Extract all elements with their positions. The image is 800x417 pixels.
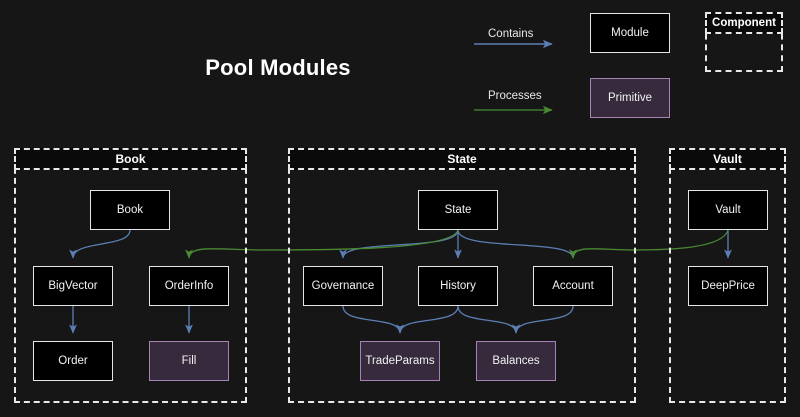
legend-processes-label: Processes (488, 90, 542, 102)
node-book[interactable]: Book (90, 190, 170, 230)
legend-primitive-box: Primitive (590, 78, 670, 118)
node-fill[interactable]: Fill (149, 341, 229, 381)
node-bigvector[interactable]: BigVector (33, 266, 113, 306)
node-balances[interactable]: Balances (476, 341, 556, 381)
node-state[interactable]: State (418, 190, 498, 230)
node-governance[interactable]: Governance (303, 266, 383, 306)
container-vault-label: Vault (669, 148, 786, 170)
node-vault[interactable]: Vault (688, 190, 768, 230)
node-history[interactable]: History (418, 266, 498, 306)
container-book-label: Book (14, 148, 247, 170)
legend-module-box: Module (590, 13, 670, 53)
node-deepprice[interactable]: DeepPrice (688, 266, 768, 306)
node-tradeparams[interactable]: TradeParams (360, 341, 440, 381)
node-orderinfo[interactable]: OrderInfo (149, 266, 229, 306)
legend-component-label: Component (705, 12, 783, 34)
container-state-label: State (288, 148, 636, 170)
page-title: Pool Modules (205, 55, 351, 80)
legend-contains-label: Contains (488, 28, 534, 40)
node-order[interactable]: Order (33, 341, 113, 381)
node-account[interactable]: Account (533, 266, 613, 306)
